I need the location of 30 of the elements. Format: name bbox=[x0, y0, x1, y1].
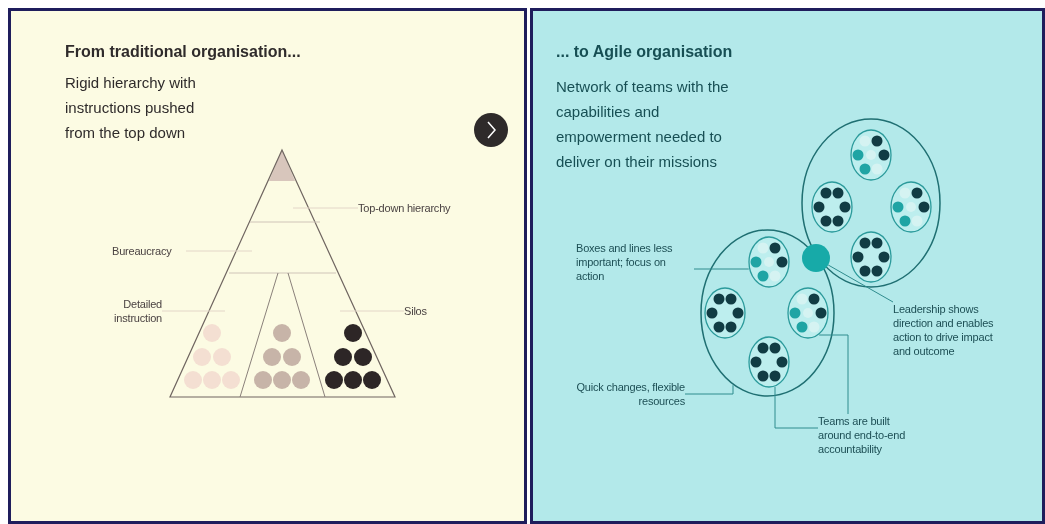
team-circle bbox=[811, 181, 853, 233]
leader-line bbox=[693, 268, 750, 270]
team-circle bbox=[890, 181, 932, 233]
heading: ... to Agile organisation bbox=[556, 43, 733, 61]
group-outline bbox=[700, 229, 835, 397]
subheading: Network of teams with the capabilities and empowerment needed to deliver on their missions bbox=[556, 77, 730, 172]
team-circle bbox=[850, 129, 892, 181]
callout-text: Bureaucracy bbox=[112, 244, 186, 260]
leader-line bbox=[774, 386, 819, 429]
callout-text: Detailed instruction bbox=[90, 297, 162, 327]
callout-text: Leadership shows direction and enables action to drive impact and outcome bbox=[893, 302, 995, 380]
team-circle bbox=[787, 287, 829, 339]
panel bbox=[530, 8, 1045, 524]
heading: From traditional organisation... bbox=[65, 43, 301, 61]
callout-text: Teams are built around end-to-end accountability bbox=[818, 414, 910, 460]
leader-line bbox=[818, 334, 849, 415]
leader-line bbox=[827, 264, 894, 303]
panel bbox=[8, 8, 527, 524]
leader-line bbox=[684, 384, 734, 395]
team-circle bbox=[748, 336, 790, 388]
group-outline bbox=[801, 118, 941, 288]
callout-text: Boxes and lines less important; focus on action bbox=[576, 241, 694, 287]
team-circle bbox=[704, 287, 746, 339]
callout-text: Top-down hierarchy bbox=[358, 201, 470, 217]
team-circle bbox=[748, 236, 790, 288]
subheading: Rigid hierarchy with instructions pushed from the top down bbox=[65, 73, 197, 143]
callout-text: Quick changes, flexible resources bbox=[548, 380, 685, 410]
team-circle bbox=[850, 231, 892, 283]
leadership-dot bbox=[802, 244, 830, 272]
callout-text: Silos bbox=[404, 304, 440, 320]
